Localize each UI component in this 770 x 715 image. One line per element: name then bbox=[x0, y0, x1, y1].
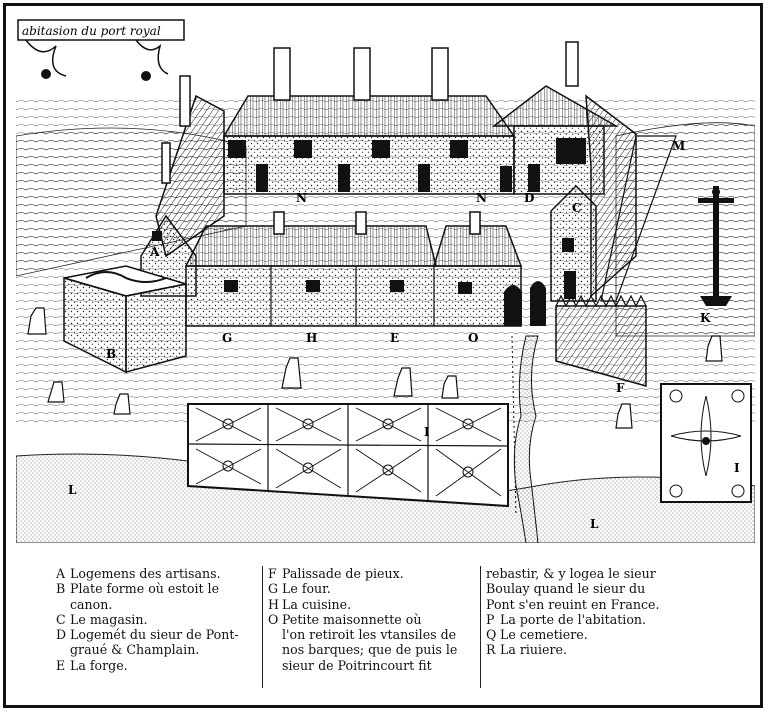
legend-letter: C bbox=[56, 611, 66, 627]
legend-entry: P La porte de l'abitation. bbox=[486, 612, 716, 627]
legend-letter: H bbox=[268, 596, 279, 612]
garden-right bbox=[660, 383, 752, 503]
front-building bbox=[184, 211, 546, 327]
label-B: B bbox=[106, 347, 116, 361]
legend-text: La cuisine. bbox=[282, 596, 352, 612]
legend-text-continued: sieur de Poitrincourt fit bbox=[282, 657, 432, 673]
legend-text: Logemét du sieur de Pont- bbox=[70, 627, 239, 643]
legend-entry: A Logemens des artisans. bbox=[56, 566, 266, 581]
legend-text-continued: rebastir, & y logea le sieur bbox=[486, 566, 656, 581]
legend-letter: O bbox=[268, 611, 279, 627]
palisade bbox=[555, 294, 647, 387]
label-L2: L bbox=[590, 517, 599, 531]
label-A: A bbox=[149, 245, 160, 259]
legend-letter: D bbox=[56, 627, 67, 643]
legend-text-continued: canon. bbox=[70, 596, 113, 612]
legend-text-continued: Boulay quand le sieur du bbox=[486, 581, 646, 597]
column-divider bbox=[480, 566, 481, 688]
legend-text: La porte de l'abitation. bbox=[500, 611, 647, 627]
legend-letter: B bbox=[56, 581, 66, 597]
legend-column-3: rebastir, & y logea le sieur Boulay quan… bbox=[486, 566, 716, 658]
label-M: M bbox=[672, 139, 685, 153]
label-G: G bbox=[222, 331, 232, 345]
image-frame bbox=[3, 3, 763, 708]
legend-letter: F bbox=[268, 566, 277, 581]
legend-text: Le four. bbox=[282, 581, 331, 597]
legend-text-continued: nos barques; que de puis le bbox=[282, 642, 458, 658]
legend-letter: A bbox=[56, 566, 66, 581]
legend-text: Le magasin. bbox=[70, 611, 148, 627]
engraving-habitation-port-royal: abitasion du port royal N N D C M A B G … bbox=[16, 19, 755, 543]
main-building bbox=[222, 47, 516, 195]
label-I1: I bbox=[424, 425, 430, 439]
column-divider bbox=[262, 566, 263, 688]
label-C: C bbox=[572, 201, 582, 215]
label-K: K bbox=[700, 311, 711, 325]
legend-text-continued: Pont s'en reuint en France. bbox=[486, 596, 660, 612]
legend-text-continued: l'on retiroit les vtansiles de bbox=[282, 627, 457, 643]
label-F: F bbox=[616, 381, 625, 395]
label-D: D bbox=[524, 191, 534, 205]
cartouche-title: abitasion du port royal bbox=[22, 24, 161, 38]
label-O: O bbox=[468, 331, 478, 345]
legend-text: La forge. bbox=[70, 657, 128, 673]
legend-letter: E bbox=[56, 657, 66, 673]
label-H: H bbox=[306, 331, 317, 345]
tower-building bbox=[491, 41, 619, 195]
label-L1: L bbox=[68, 483, 77, 497]
legend-letter: Q bbox=[486, 627, 497, 643]
road bbox=[600, 135, 677, 302]
label-I2: I bbox=[734, 461, 740, 475]
legend-entry: F Palissade de pieux. bbox=[268, 566, 483, 581]
boundary-line bbox=[511, 335, 517, 517]
garden-parterre bbox=[187, 403, 509, 508]
legend-letter: P bbox=[486, 611, 495, 627]
stream bbox=[513, 335, 539, 543]
label-E: E bbox=[390, 331, 399, 345]
legend-text: La riuiere. bbox=[500, 642, 567, 658]
legend-letter: G bbox=[268, 581, 279, 597]
legend-text: Plate forme où estoit le bbox=[70, 581, 220, 597]
label-N2: N bbox=[476, 191, 487, 205]
cemetery-cross bbox=[698, 186, 734, 306]
label-N1: N bbox=[296, 191, 307, 205]
tree-stumps bbox=[27, 307, 723, 429]
legend-letter: R bbox=[486, 642, 496, 658]
legend-text-continued: graué & Champlain. bbox=[70, 642, 200, 658]
legend-text: Le cemetiere. bbox=[500, 627, 588, 643]
legend-text: Logemens des artisans. bbox=[70, 566, 221, 581]
legend-text: Petite maisonnette où bbox=[282, 611, 422, 627]
legend-text: Palissade de pieux. bbox=[282, 566, 404, 581]
title-cartouche: abitasion du port royal bbox=[17, 19, 185, 81]
platform-canon bbox=[63, 265, 187, 374]
